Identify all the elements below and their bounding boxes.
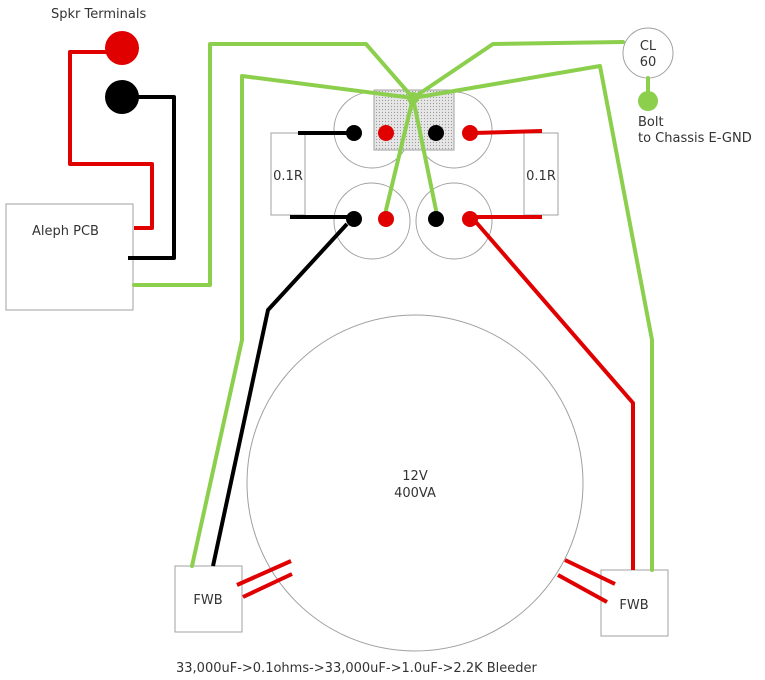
positive-wire-speaker — [68, 50, 154, 230]
cap-terminal-top-left-positive — [378, 125, 394, 141]
ac-wire-left-b — [242, 572, 293, 599]
ground-wire-cl60 — [411, 40, 625, 100]
ac-wire-right-b — [557, 573, 608, 604]
aleph-pcb — [5, 203, 134, 311]
ground-wire-cap-left — [384, 96, 415, 212]
ground-wire-cap-right — [411, 96, 438, 212]
bridge-rectifier-left-label: FWB — [193, 593, 222, 608]
capacitor-bottom-right — [415, 182, 493, 260]
ac-wire-left-a — [236, 559, 292, 587]
chassis-bolt — [638, 91, 658, 111]
ground-wire-right-fwb — [411, 64, 654, 572]
cap-terminal-top-left-negative — [346, 125, 362, 141]
cap-terminal-top-right-negative — [428, 125, 444, 141]
bridge-rectifier-right-label: FWB — [619, 598, 648, 613]
negative-wire-speaker — [122, 95, 176, 260]
ground-wire-pcb — [132, 42, 415, 287]
positive-wire-resistor-top — [473, 129, 543, 135]
cap-terminal-bottom-right-negative — [428, 211, 444, 227]
bridge-rectifier-left — [174, 565, 243, 633]
diagram-caption: 33,000uF->0.1ohms->33,000uF->1.0uF->2.2K… — [176, 661, 538, 676]
cap-terminal-bottom-left-positive — [378, 211, 394, 227]
bolt-label-bottom: to Chassis E-GND — [638, 131, 752, 146]
capacitor-bottom-left — [333, 182, 411, 260]
resistor-right-label: 0.1R — [526, 169, 556, 184]
transformer-voltage-label: 12V — [402, 469, 428, 484]
ground-star-point — [407, 92, 419, 104]
speaker-terminal-negative — [105, 80, 139, 114]
resistor-left-label: 0.1R — [273, 169, 303, 184]
negative-wires — [122, 95, 354, 567]
negative-wire-fwb — [211, 222, 349, 567]
speaker-terminals-label: Spkr Terminals — [51, 7, 146, 22]
aleph-pcb-label: Aleph PCB — [32, 224, 99, 239]
positive-wires — [68, 50, 635, 604]
ground-wires — [132, 40, 654, 572]
bolt-label-top: Bolt — [638, 115, 664, 130]
speaker-terminal-positive — [105, 31, 139, 65]
cap-terminal-bottom-left-negative — [346, 211, 362, 227]
cap-terminal-bottom-right-positive — [462, 211, 478, 227]
resistor-left — [270, 132, 306, 216]
cap-terminal-top-right-positive — [462, 125, 478, 141]
ground-wire-left-fwb — [190, 74, 415, 568]
transformer — [246, 314, 584, 652]
cl60-label-top: CL — [640, 39, 657, 54]
cl60-label-bottom: 60 — [640, 55, 657, 70]
positive-wire-fwb — [473, 219, 635, 570]
ac-wire-right-a — [564, 558, 616, 586]
transformer-rating-label: 400VA — [394, 486, 436, 501]
